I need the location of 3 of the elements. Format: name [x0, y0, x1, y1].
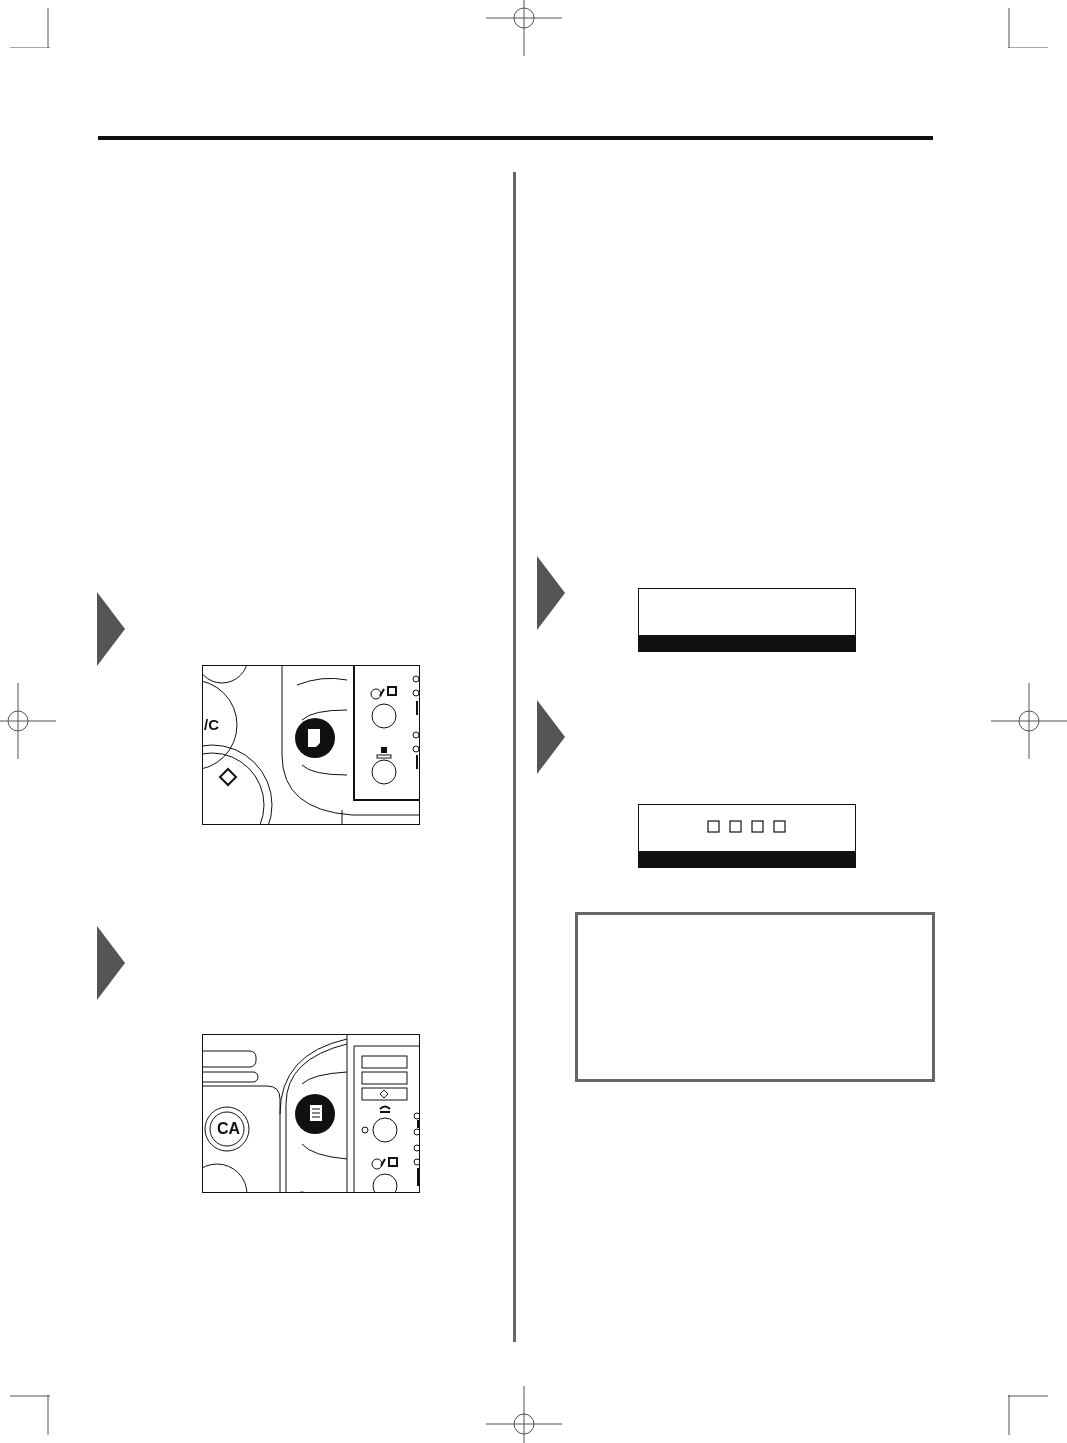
- button-label: CA: [217, 1121, 241, 1137]
- note-box: [575, 912, 935, 1082]
- button-label: /C: [204, 717, 219, 732]
